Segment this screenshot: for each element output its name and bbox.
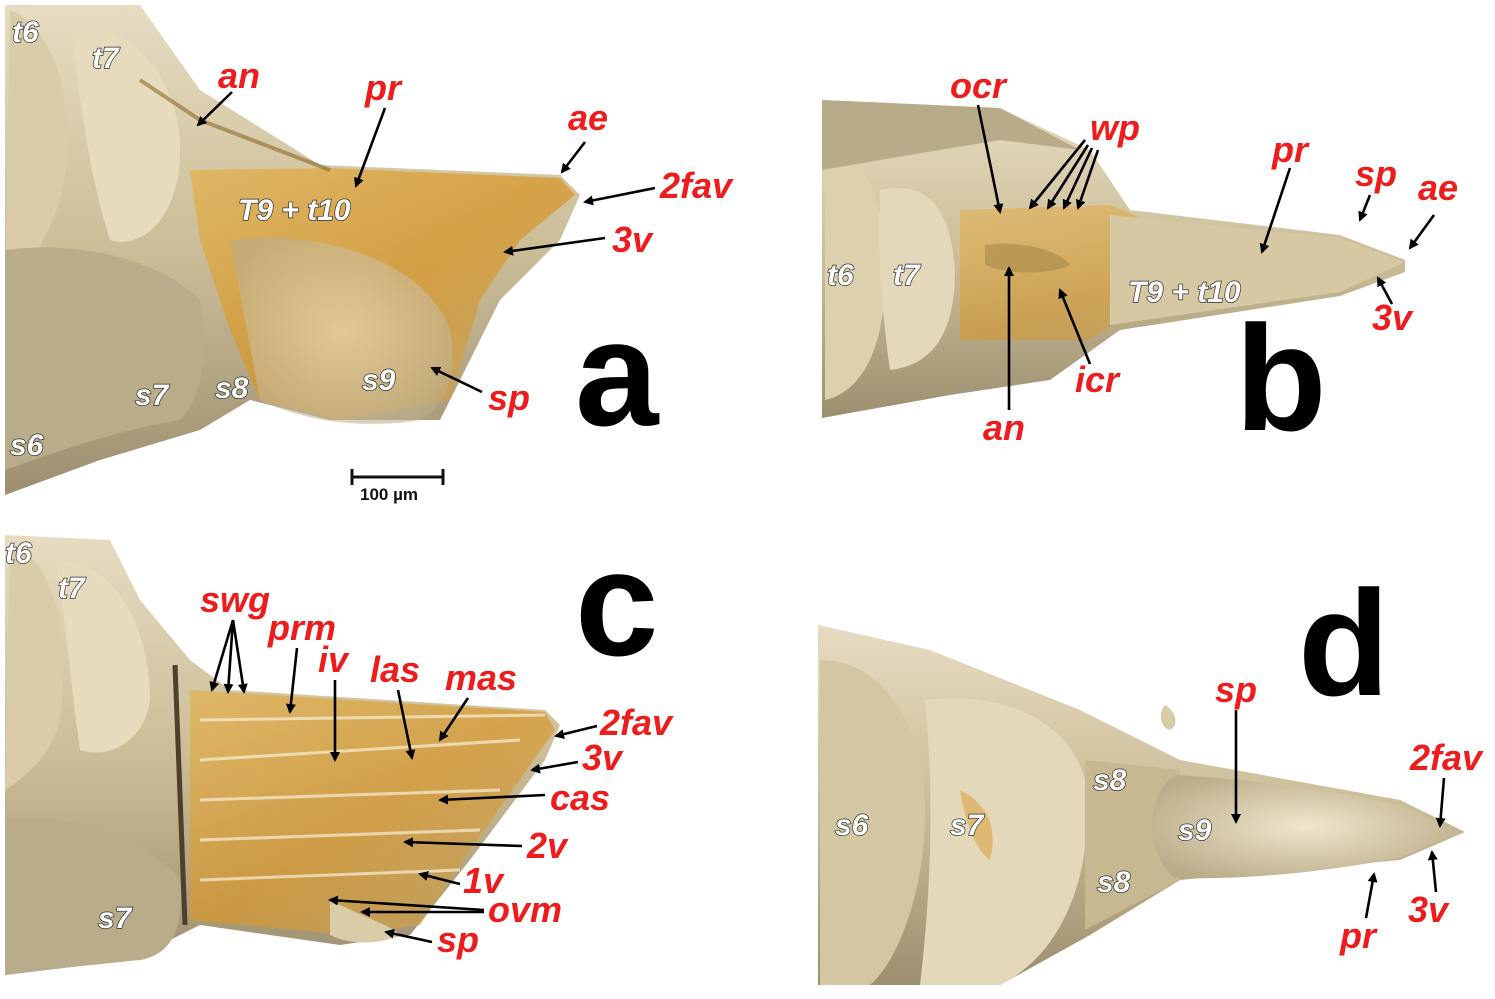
label-pr-d: pr: [1339, 915, 1378, 956]
label-an: an: [218, 55, 260, 96]
specimen-a: [5, 5, 580, 495]
label-3v-b: 3v: [1372, 297, 1414, 338]
label-prm: prm: [267, 607, 336, 648]
specimen-b: [822, 100, 1405, 418]
panel-a: a t6 t7 T9 + t10 s6 s7 s8 s9 an pr ae 2f…: [5, 5, 734, 504]
label-s6: s6: [10, 429, 44, 462]
label-s8-d-bottom: s8: [1097, 866, 1131, 899]
label-ocr: ocr: [950, 65, 1008, 106]
panel-d: d s6 s7 s8 s8 s9 sp 2fav pr 3v: [818, 559, 1484, 985]
label-iv: iv: [318, 639, 350, 680]
label-s7: s7: [135, 379, 170, 412]
label-t6-c: t6: [5, 537, 32, 570]
label-3v: 3v: [612, 219, 654, 260]
panel-letter-c: c: [575, 519, 658, 687]
label-t6: t6: [12, 16, 39, 49]
label-s6-d: s6: [835, 809, 869, 842]
label-s9: s9: [362, 364, 396, 397]
label-mas: mas: [445, 657, 517, 698]
label-pr-b: pr: [1271, 129, 1310, 170]
scale-bar: 100 µm: [350, 469, 445, 504]
label-pr: pr: [364, 67, 403, 108]
label-swg: swg: [200, 579, 270, 620]
label-icr: icr: [1075, 359, 1121, 400]
label-t9-t10: T9 + t10: [238, 194, 351, 227]
panel-letter-a: a: [575, 289, 660, 457]
label-cas: cas: [550, 777, 610, 818]
label-wp: wp: [1090, 107, 1140, 148]
label-sp-d: sp: [1215, 669, 1257, 710]
label-3v-d: 3v: [1408, 889, 1450, 930]
label-las: las: [370, 649, 420, 690]
label-s9-d: s9: [1178, 814, 1212, 847]
panel-c: c t6 t7 s7 swg prm iv las mas 2fav 3v ca…: [4, 519, 674, 975]
label-2v: 2v: [526, 825, 569, 866]
label-sp-c: sp: [437, 919, 479, 960]
label-ae-b: ae: [1418, 167, 1458, 208]
label-s7-c: s7: [98, 902, 133, 935]
label-s7-d: s7: [950, 809, 985, 842]
label-t7-b: t7: [893, 259, 921, 292]
label-3v-c: 3v: [582, 737, 624, 778]
scale-bar-label: 100 µm: [360, 485, 418, 504]
label-sp-b: sp: [1355, 153, 1397, 194]
label-t9-t10-b: T9 + t10: [1128, 276, 1241, 309]
specimen-d: [818, 625, 1465, 985]
panel-b: b t6 t7 T9 + t10 ocr wp pr sp ae 3v icr …: [822, 65, 1458, 462]
label-s8-d-top: s8: [1093, 764, 1127, 797]
label-2fav: 2fav: [659, 165, 734, 206]
label-ovm: ovm: [488, 889, 562, 930]
specimen-c: [5, 535, 560, 975]
label-sp: sp: [488, 377, 530, 418]
label-ae: ae: [568, 97, 608, 138]
label-s8: s8: [215, 372, 249, 405]
label-2fav-c: 2fav: [599, 702, 674, 743]
label-t6-b: t6: [827, 259, 854, 292]
panel-letter-b: b: [1235, 294, 1327, 462]
label-t7-c: t7: [58, 572, 86, 605]
label-2fav-d: 2fav: [1409, 737, 1484, 778]
label-1v: 1v: [463, 860, 505, 901]
label-t7: t7: [92, 42, 120, 75]
panel-letter-d: d: [1298, 559, 1390, 727]
label-an-b: an: [983, 407, 1025, 448]
